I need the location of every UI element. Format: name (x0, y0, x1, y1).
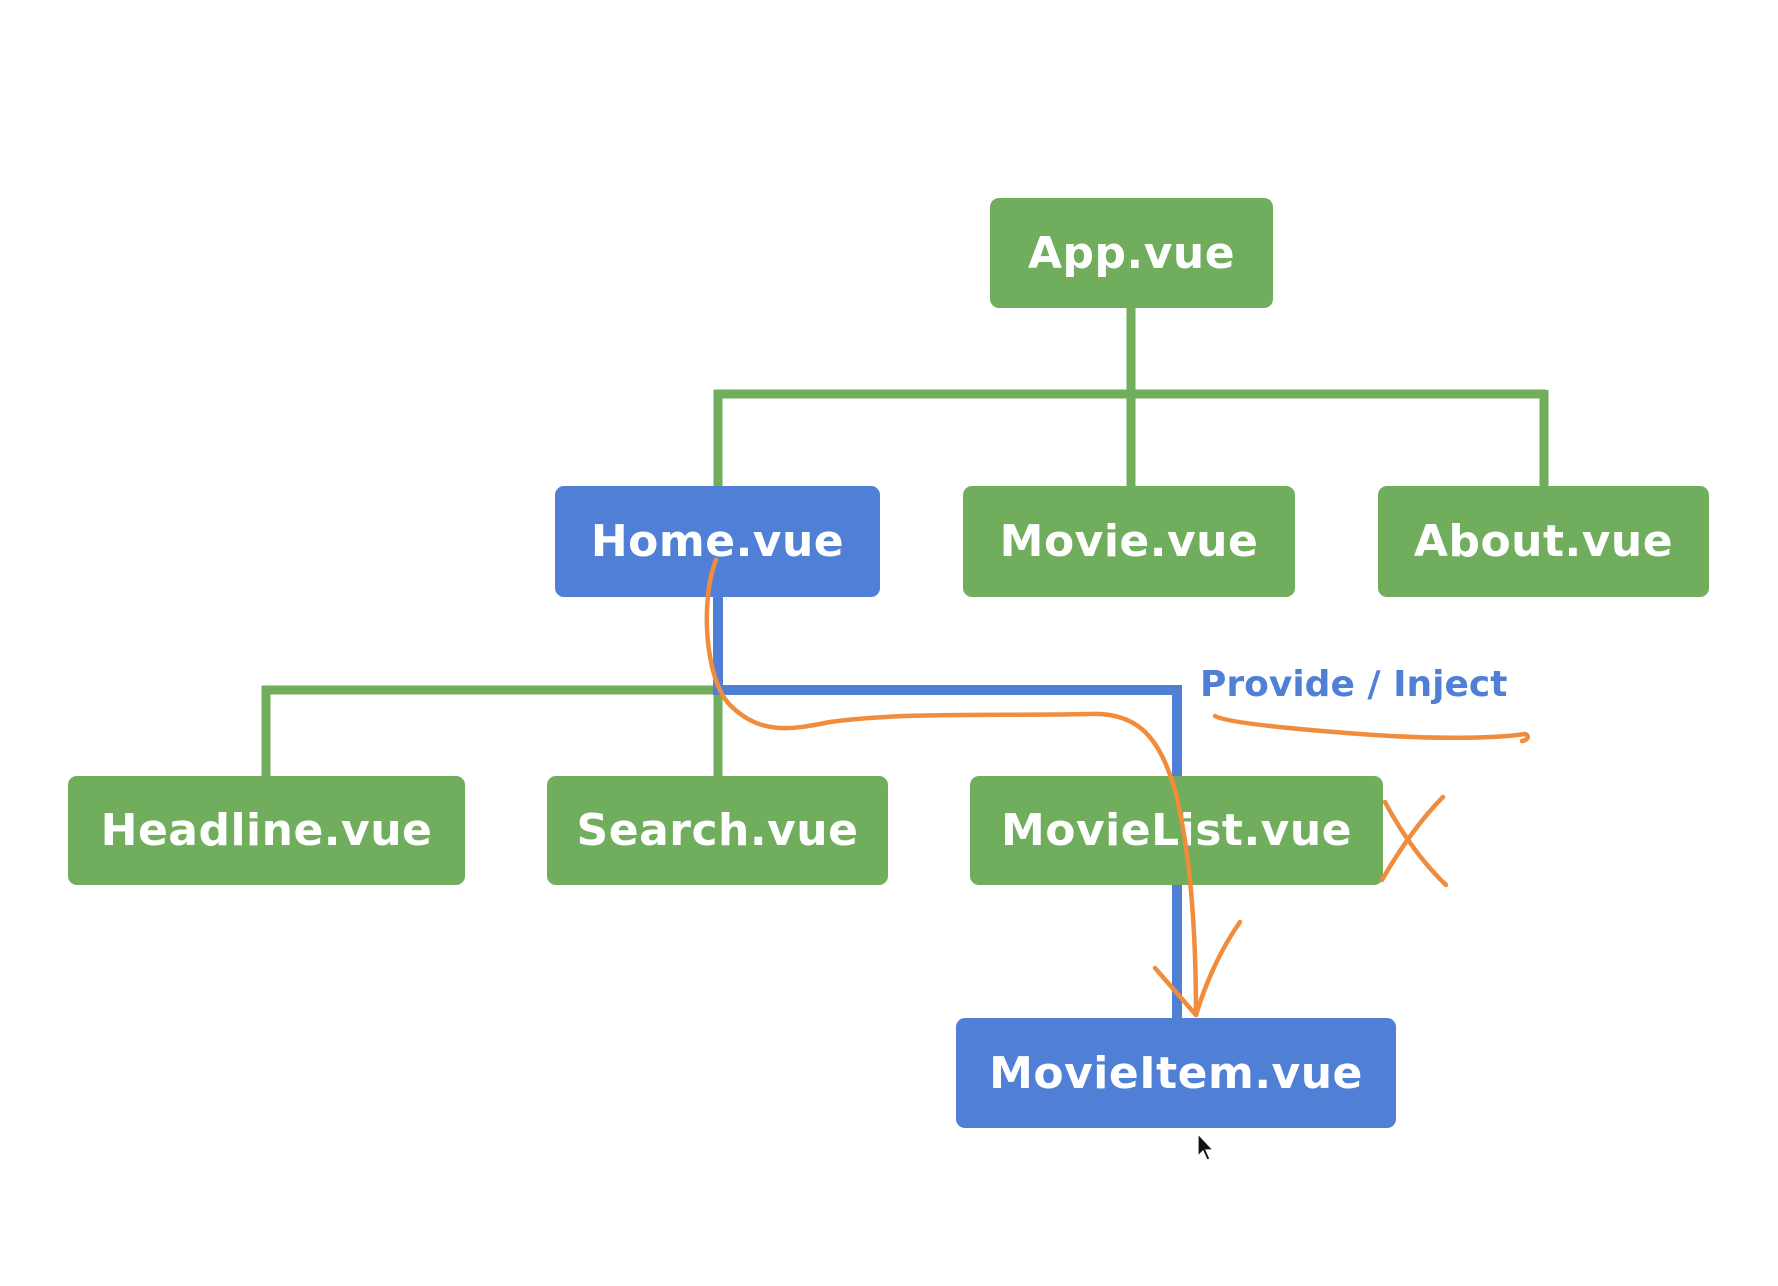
node-movielist: MovieList.vue (970, 776, 1383, 885)
node-headline: Headline.vue (68, 776, 465, 885)
node-search: Search.vue (547, 776, 888, 885)
node-movie: Movie.vue (963, 486, 1295, 597)
node-app: App.vue (990, 198, 1273, 308)
provide-inject-label: Provide / Inject (1200, 664, 1508, 705)
node-about: About.vue (1378, 486, 1709, 597)
node-movieitem: MovieItem.vue (956, 1018, 1396, 1128)
node-home: Home.vue (555, 486, 880, 597)
